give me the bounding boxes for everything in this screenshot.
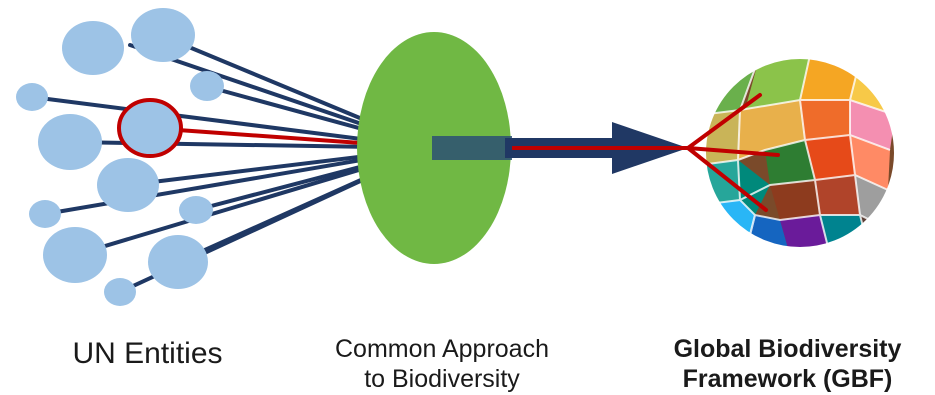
entity-node (179, 196, 213, 224)
entity-node (131, 8, 195, 62)
entity-node (16, 83, 48, 111)
entity-node (120, 101, 180, 155)
entity-node (38, 114, 102, 170)
entity-node (62, 21, 124, 75)
un-entities-cluster (16, 8, 224, 306)
entity-node (190, 71, 224, 101)
convergence-bar (432, 136, 512, 160)
highlighted-entity-ring (117, 98, 183, 158)
un-entities-label: UN Entities (40, 336, 255, 372)
gbf-line2: Framework (GBF) (682, 365, 893, 393)
entity-node (43, 227, 107, 283)
entity-node (97, 158, 159, 212)
entity-node (104, 278, 136, 306)
globe-outline (704, 57, 896, 249)
gbf-label: Global Biodiversity Framework (GBF) (640, 334, 935, 394)
un-entities-text: UN Entities (72, 337, 223, 370)
common-approach-label: Common Approach to Biodiversity (292, 334, 592, 394)
entity-node (148, 235, 208, 289)
gbf-line1: Global Biodiversity (673, 335, 902, 363)
common-approach-line2: to Biodiversity (364, 365, 520, 393)
mosaic-globe-icon (705, 58, 895, 248)
entity-node (29, 200, 61, 228)
gbf-red-branches (686, 93, 780, 212)
common-approach-line1: Common Approach (334, 335, 549, 363)
